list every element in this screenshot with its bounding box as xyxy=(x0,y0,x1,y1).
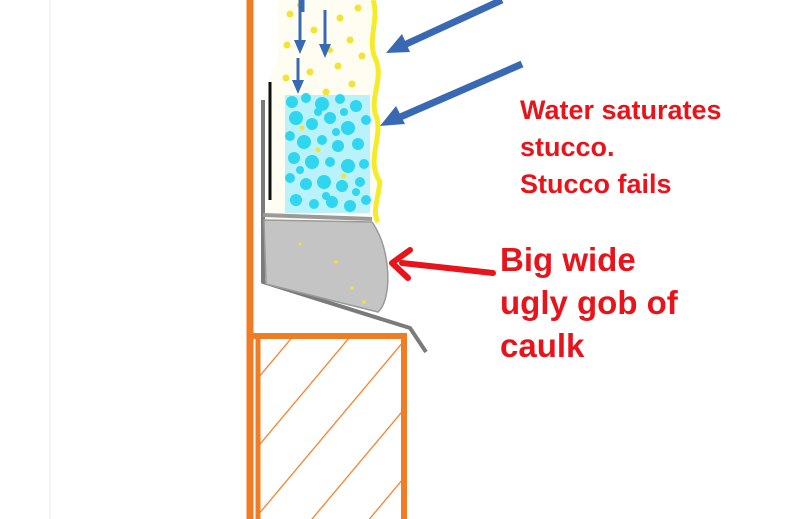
frame-sill-hatched xyxy=(258,339,404,519)
saturated-zone xyxy=(285,93,371,213)
water-annotation-line-1: Water saturates xyxy=(520,95,722,125)
arrow-down-icon xyxy=(292,0,331,94)
stucco-face-edge xyxy=(369,0,383,224)
caulk-annotation-line-2: ugly gob of xyxy=(500,284,678,321)
water-annotation-line-3: Stucco fails xyxy=(520,169,672,199)
caulk-annotation-line-1: Big wide xyxy=(500,241,636,278)
flashing-top-ledge xyxy=(262,213,373,221)
arrow-left-icon xyxy=(389,247,496,281)
water-annotation-line-2: stucco. xyxy=(520,132,615,162)
caulk-gob xyxy=(263,219,389,313)
flashing-profile xyxy=(261,100,428,354)
caulk-annotation-line-3: caulk xyxy=(500,327,585,364)
caulk-annotation: Big wide ugly gob of caulk xyxy=(500,238,678,367)
caulk-specks xyxy=(298,242,366,304)
water-annotation: Water saturates stucco. Stucco fails xyxy=(520,92,722,203)
arrow-diagonal-icon xyxy=(380,0,524,126)
